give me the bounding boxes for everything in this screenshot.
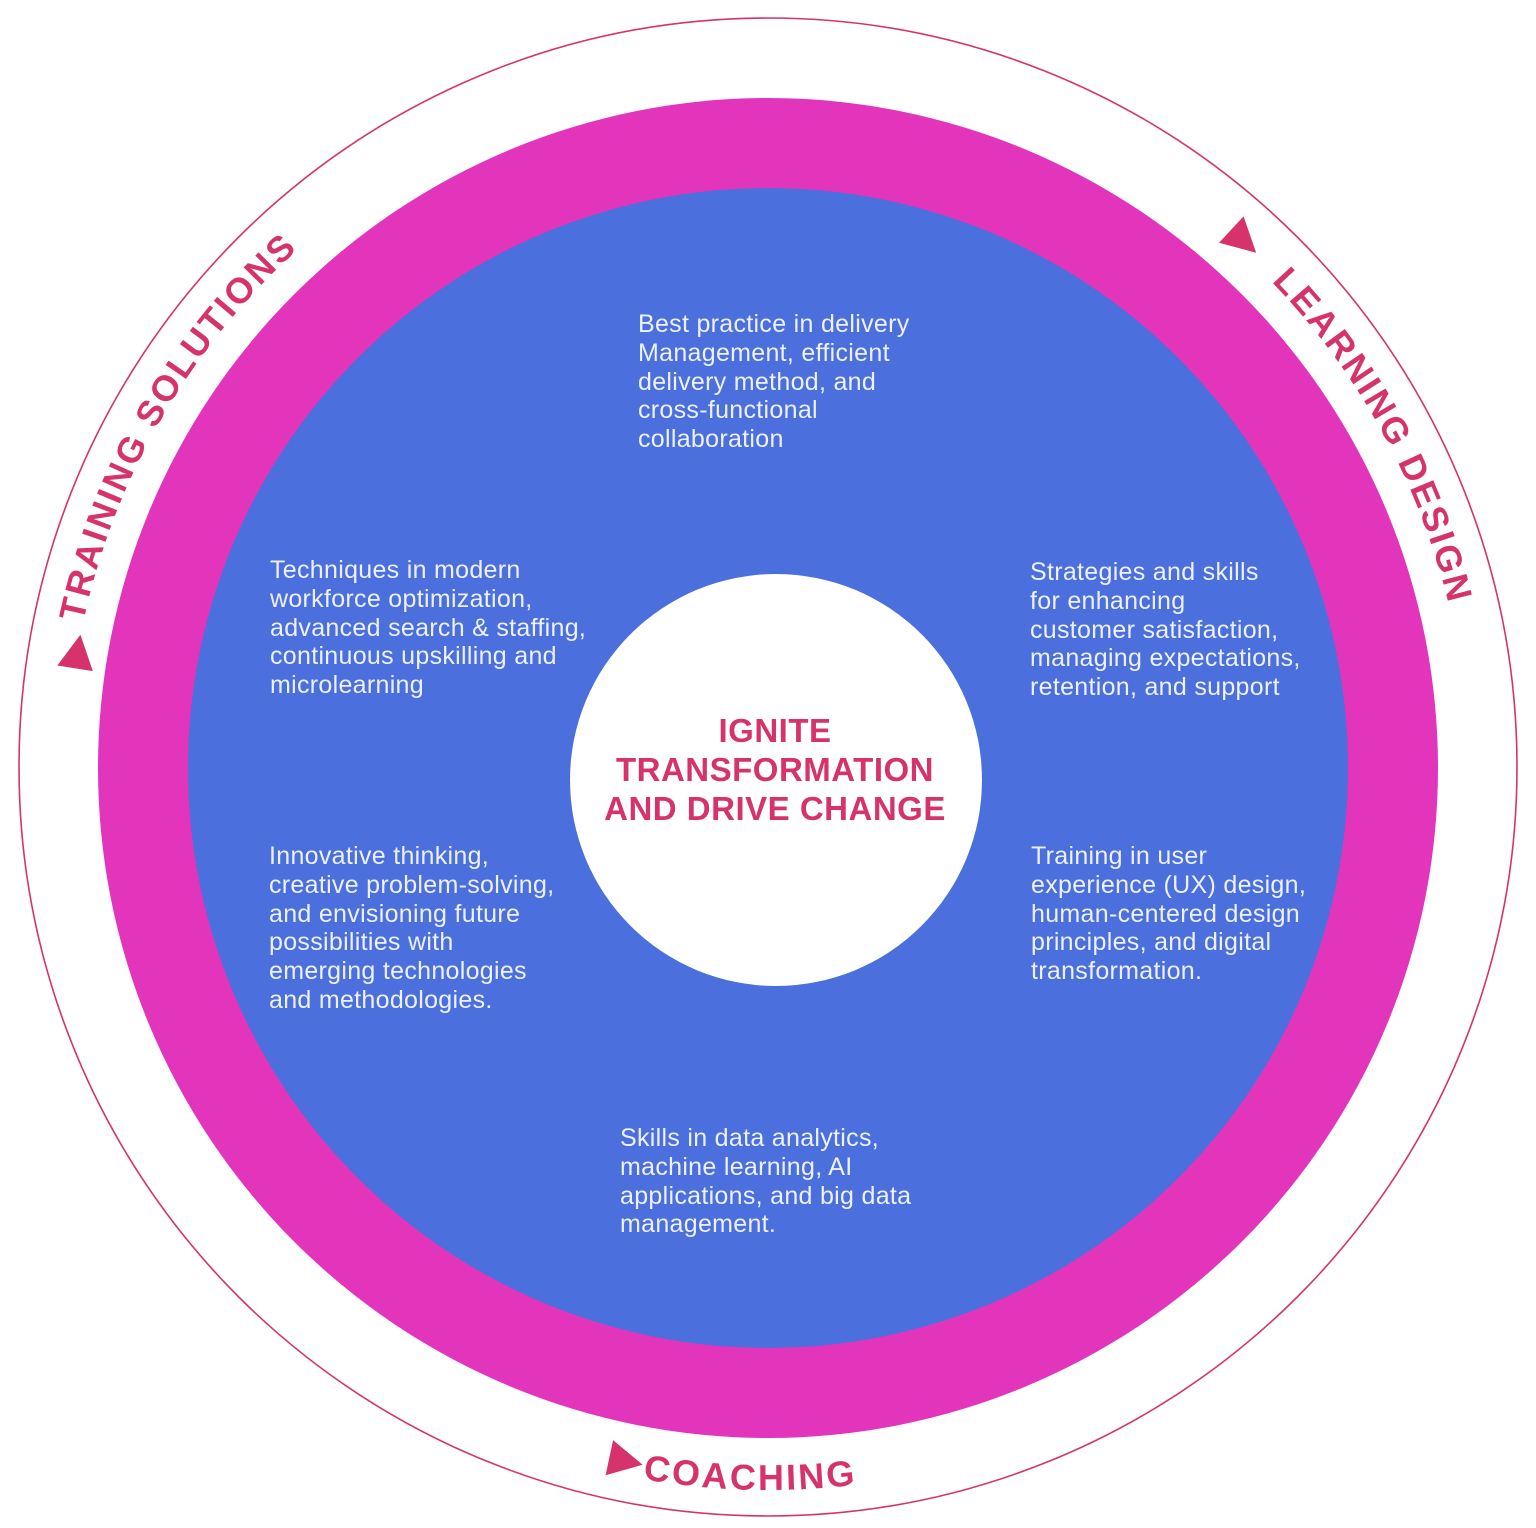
segment-text-customer-satisfaction: Strategies and skills for enhancing cust… [1030,558,1301,701]
segment-text-ux-design: Training in user experience (UX) design,… [1031,842,1307,985]
triangle-arrow-icon-learning [1219,216,1257,253]
segment-text-workforce-optimization: Techniques in modern workforce optimizat… [270,556,587,699]
triangle-arrow-icon-training [57,634,93,672]
segment-text-innovative-thinking: Innovative thinking, creative problem-so… [269,842,555,1014]
triangle-arrow-icon-coaching [605,1440,643,1476]
segment-text-delivery-management: Best practice in delivery Management, ef… [638,310,910,453]
center-title: IGNITE TRANSFORMATION AND DRIVE CHANGE [604,712,946,827]
segment-text-data-analytics: Skills in data analytics, machine learni… [620,1124,912,1239]
center-white-circle [570,574,982,986]
